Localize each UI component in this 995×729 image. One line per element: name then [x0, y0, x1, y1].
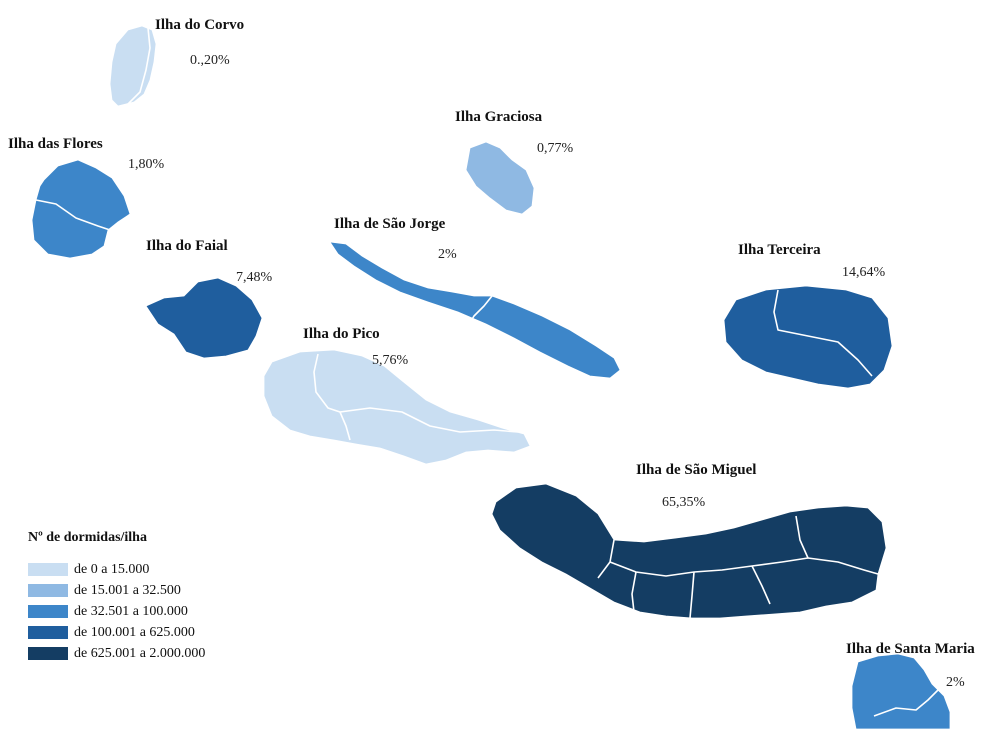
map-legend: Nº de dormidas/ilha de 0 a 15.000 de 15.…	[28, 530, 258, 664]
legend-swatch	[28, 647, 68, 660]
island-name-sao-miguel: Ilha de São Miguel	[636, 462, 756, 478]
island-name-corvo: Ilha do Corvo	[155, 17, 244, 33]
island-share-santa-maria: 2%	[946, 675, 965, 690]
island-name-sao-jorge: Ilha de São Jorge	[334, 216, 446, 232]
island-share-graciosa: 0,77%	[537, 141, 574, 156]
island-border-sao-jorge	[467, 295, 493, 327]
legend-swatch	[28, 584, 68, 597]
island-share-faial: 7,48%	[236, 270, 273, 285]
legend-label: de 625.001 a 2.000.000	[74, 645, 206, 661]
legend-item-class-1: de 15.001 a 32.500	[28, 580, 258, 601]
island-share-pico: 5,76%	[372, 353, 409, 368]
island-sao-jorge: Ilha de São Jorge 2%	[329, 216, 621, 379]
island-pico: Ilha do Pico 5,76%	[263, 326, 531, 465]
island-sao-miguel: Ilha de São Miguel 65,35%	[491, 462, 887, 619]
island-flores: Ilha das Flores 1,80%	[8, 136, 165, 259]
island-terceira: Ilha Terceira 14,64%	[723, 242, 893, 389]
island-faial: Ilha do Faial 7,48%	[145, 238, 273, 359]
island-name-terceira: Ilha Terceira	[738, 242, 821, 258]
legend-item-class-4: de 625.001 a 2.000.000	[28, 643, 258, 664]
island-shape-corvo	[109, 25, 157, 107]
island-share-flores: 1,80%	[128, 157, 165, 172]
legend-label: de 32.501 a 100.000	[74, 603, 188, 619]
island-border-sao-miguel-5	[751, 565, 771, 605]
island-name-flores: Ilha das Flores	[8, 136, 103, 152]
island-border-sao-miguel-4	[689, 571, 695, 619]
island-graciosa: Ilha Graciosa 0,77%	[455, 109, 574, 215]
island-shape-flores	[31, 159, 131, 259]
island-shape-faial	[145, 277, 263, 359]
island-border-pico-3	[339, 411, 351, 441]
island-shape-graciosa	[465, 141, 535, 215]
island-border-santa-maria	[873, 689, 939, 717]
legend-title: Nº de dormidas/ilha	[28, 530, 147, 545]
island-border-terceira-1	[773, 289, 873, 377]
island-share-terceira: 14,64%	[842, 265, 886, 280]
island-border-sao-miguel-6	[795, 515, 809, 559]
legend-item-class-0: de 0 a 15.000	[28, 559, 258, 580]
island-name-faial: Ilha do Faial	[146, 238, 228, 254]
legend-label: de 15.001 a 32.500	[74, 582, 181, 598]
legend-item-class-2: de 32.501 a 100.000	[28, 601, 258, 622]
legend-swatch	[28, 563, 68, 576]
island-shape-santa-maria	[851, 653, 951, 729]
island-share-corvo: 0.,20%	[190, 53, 230, 68]
island-name-santa-maria: Ilha de Santa Maria	[846, 641, 975, 657]
island-border-corvo	[127, 27, 151, 105]
legend-swatch	[28, 605, 68, 618]
island-name-graciosa: Ilha Graciosa	[455, 109, 543, 125]
island-border-flores	[35, 199, 111, 231]
legend-label: de 0 a 15.000	[74, 561, 150, 577]
legend-swatch	[28, 626, 68, 639]
island-share-sao-miguel: 65,35%	[662, 495, 706, 510]
island-border-pico-2	[339, 407, 519, 433]
island-shape-sao-miguel	[491, 483, 887, 619]
island-shape-sao-jorge	[329, 241, 621, 379]
island-corvo: Ilha do Corvo 0.,20%	[109, 17, 244, 107]
island-santa-maria: Ilha de Santa Maria 2%	[846, 641, 975, 729]
island-border-pico-1	[313, 353, 341, 413]
island-border-sao-miguel-3	[631, 571, 637, 613]
island-name-pico: Ilha do Pico	[303, 326, 380, 342]
island-share-sao-jorge: 2%	[438, 247, 457, 262]
legend-label: de 100.001 a 625.000	[74, 624, 195, 640]
island-shape-pico	[263, 349, 531, 465]
island-shape-terceira	[723, 285, 893, 389]
legend-item-class-3: de 100.001 a 625.000	[28, 622, 258, 643]
